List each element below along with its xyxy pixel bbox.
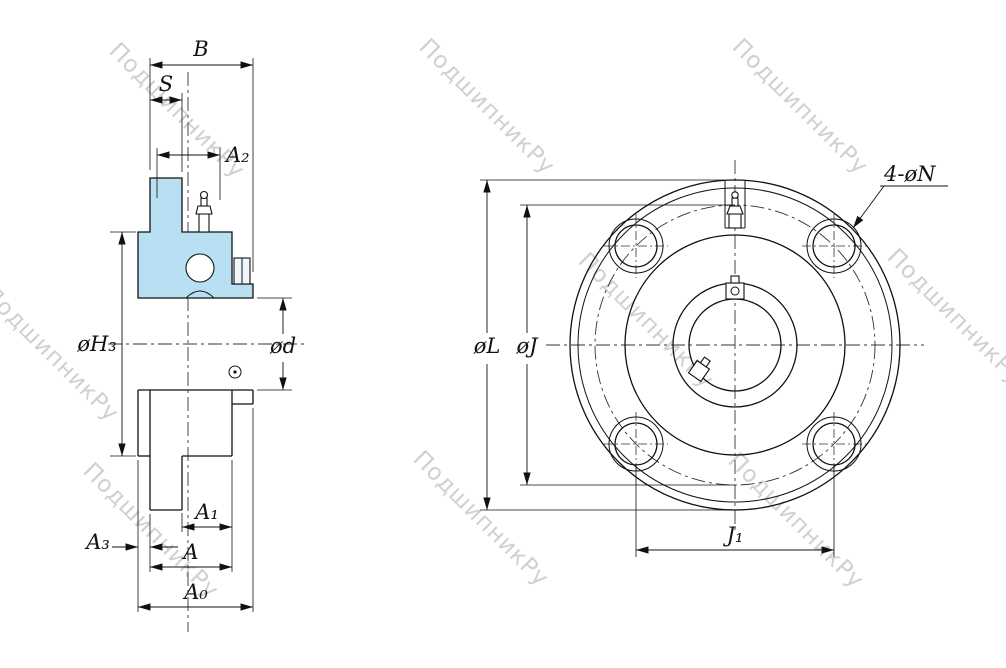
housing-section xyxy=(137,177,254,299)
dim-label-B: B xyxy=(192,37,208,61)
inner-race-arc xyxy=(185,290,215,299)
nipple-stem xyxy=(198,213,210,233)
lower-exterior-profile xyxy=(137,390,254,511)
side-screw-hole xyxy=(228,365,242,379)
front-view-dimensions: øL øJ J₁ 4-øN xyxy=(473,162,948,557)
nipple-neck xyxy=(200,197,208,207)
watermark-layer: ПодшипникРу ПодшипникРу ПодшипникРу Подш… xyxy=(0,34,1006,604)
bolt-hole xyxy=(614,224,658,268)
dim-label-J: øJ xyxy=(515,334,539,358)
nipple-hex xyxy=(726,205,744,215)
nipple-tip xyxy=(731,191,739,199)
dim-label-L: øL xyxy=(473,334,501,358)
flange-chamfer-circle xyxy=(577,187,893,503)
watermark-text: ПодшипникРу xyxy=(723,448,869,594)
bolt-boss xyxy=(806,218,862,274)
grease-nipple-front xyxy=(724,181,746,229)
dim-label-S: S xyxy=(159,72,173,96)
nipple-tip xyxy=(199,190,209,200)
dim-label-d: ød xyxy=(269,334,296,358)
set-screw-side xyxy=(233,257,251,285)
watermark-text: ПодшипникРу xyxy=(408,446,554,592)
dim-label-A0: A₀ xyxy=(182,580,208,604)
dim-label-H3: øH₃ xyxy=(76,332,116,356)
dim-label-A2: A₂ xyxy=(224,143,250,167)
bolt-hole xyxy=(812,224,856,268)
side-view: B S A₂ øH₃ ød A₁ xyxy=(76,37,308,632)
watermark-text: ПодшипникРу xyxy=(882,244,1006,390)
bolt-hole xyxy=(812,422,856,466)
nipple-hex xyxy=(195,205,213,215)
dim-label-A3: A₃ xyxy=(84,530,110,554)
watermark-text: ПодшипникРу xyxy=(414,34,560,180)
front-view: øL øJ J₁ 4-øN xyxy=(473,160,948,557)
cartridge-boss-circle xyxy=(624,234,846,456)
watermark-text: ПодшипникРу xyxy=(727,34,873,180)
bearing-ball xyxy=(185,253,215,283)
side-view-dimensions: B S A₂ øH₃ ød A₁ xyxy=(76,37,296,612)
bolt-hole xyxy=(614,422,658,466)
dim-label-J1: J₁ xyxy=(723,523,744,547)
dim-label-A1: A₁ xyxy=(193,500,219,524)
dim-label-A: A xyxy=(181,540,198,564)
nipple-stem xyxy=(728,213,742,229)
side-screw-hole-center xyxy=(233,370,237,374)
set-screw-top-front xyxy=(725,275,745,300)
set-screw-lower-front xyxy=(687,356,711,383)
bolt-boss xyxy=(608,218,664,274)
dim-label-N: 4-øN xyxy=(883,162,936,186)
grease-nipple-side xyxy=(195,190,213,233)
